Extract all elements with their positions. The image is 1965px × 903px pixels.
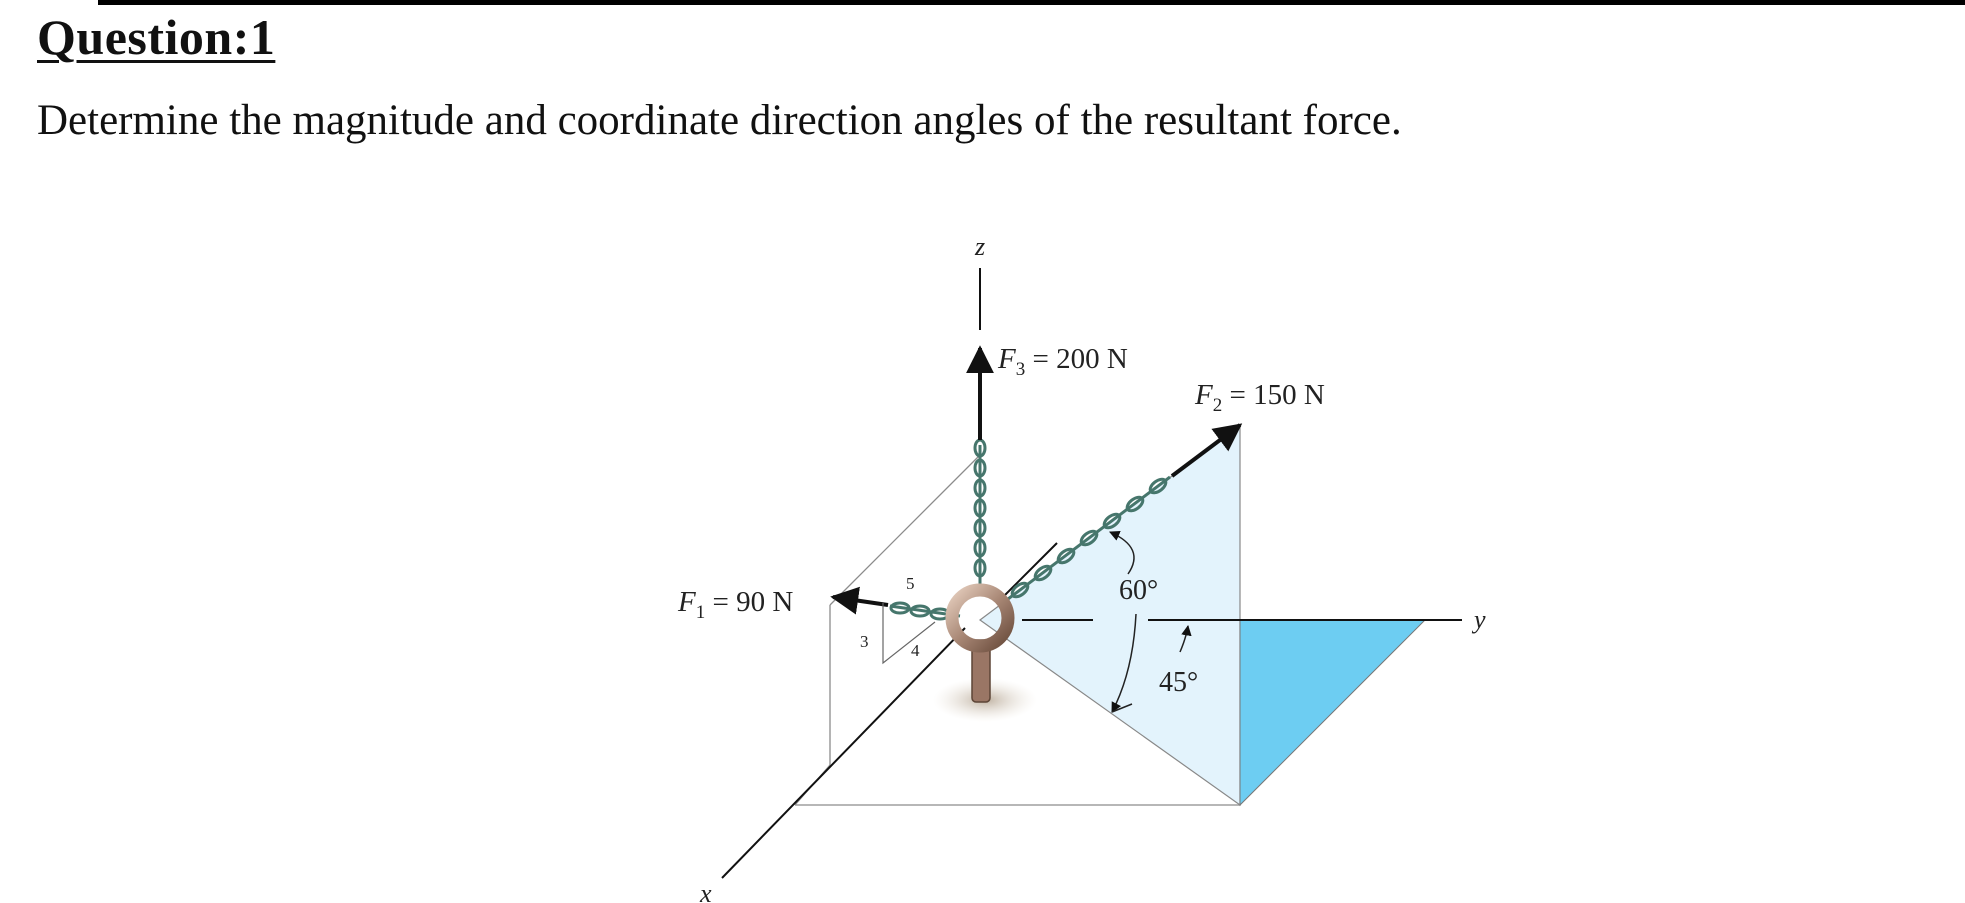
f2-plane [978,423,1241,807]
f2-value: = 150 N [1222,379,1325,411]
f1-subscript: 1 [696,602,706,623]
angle-45-arc [1179,624,1192,653]
f3-value: = 200 N [1025,343,1128,375]
question-title: Question:1 [37,9,276,65]
f2-label: F2 = 150 N [1194,379,1325,416]
angle-45-label: 45° [1159,667,1198,698]
chain-f3 [973,438,987,595]
slope-horiz-label: 4 [911,641,920,660]
f3-label: F3 = 200 N [997,343,1128,380]
top-rule [98,0,1965,5]
f2-symbol: F [1194,379,1213,411]
slope-triangle [882,603,936,665]
slope-vert-label: 3 [860,632,869,651]
f3-subscript: 3 [1016,359,1026,380]
f2-arrow [1170,423,1243,478]
f3-symbol: F [997,343,1016,375]
f1-value: = 90 N [705,586,793,618]
eyebolt-ring [945,583,1015,653]
chain-f2 [999,475,1171,607]
y-axis-label: y [1471,605,1486,634]
f1-arrow [830,586,889,615]
f2-subscript: 2 [1213,395,1223,416]
angle-60-label: 60° [1119,575,1158,606]
x-axis-line [721,627,966,879]
slope-hyp-label: 5 [906,574,915,593]
question-text: Determine the magnitude and coordinate d… [37,97,1402,144]
x-axis-label: x [699,879,712,903]
angle-45-arc-tail [1111,703,1133,713]
z-axis-label: z [974,232,985,261]
shaded-triangle [1239,619,1427,807]
angle-60-arc-upper [1109,531,1135,575]
f1-symbol: F [677,586,696,618]
angle-60-arc-lower [1111,613,1137,713]
f1-label: F1 = 90 N [677,586,793,623]
axis-stub [999,542,1058,601]
